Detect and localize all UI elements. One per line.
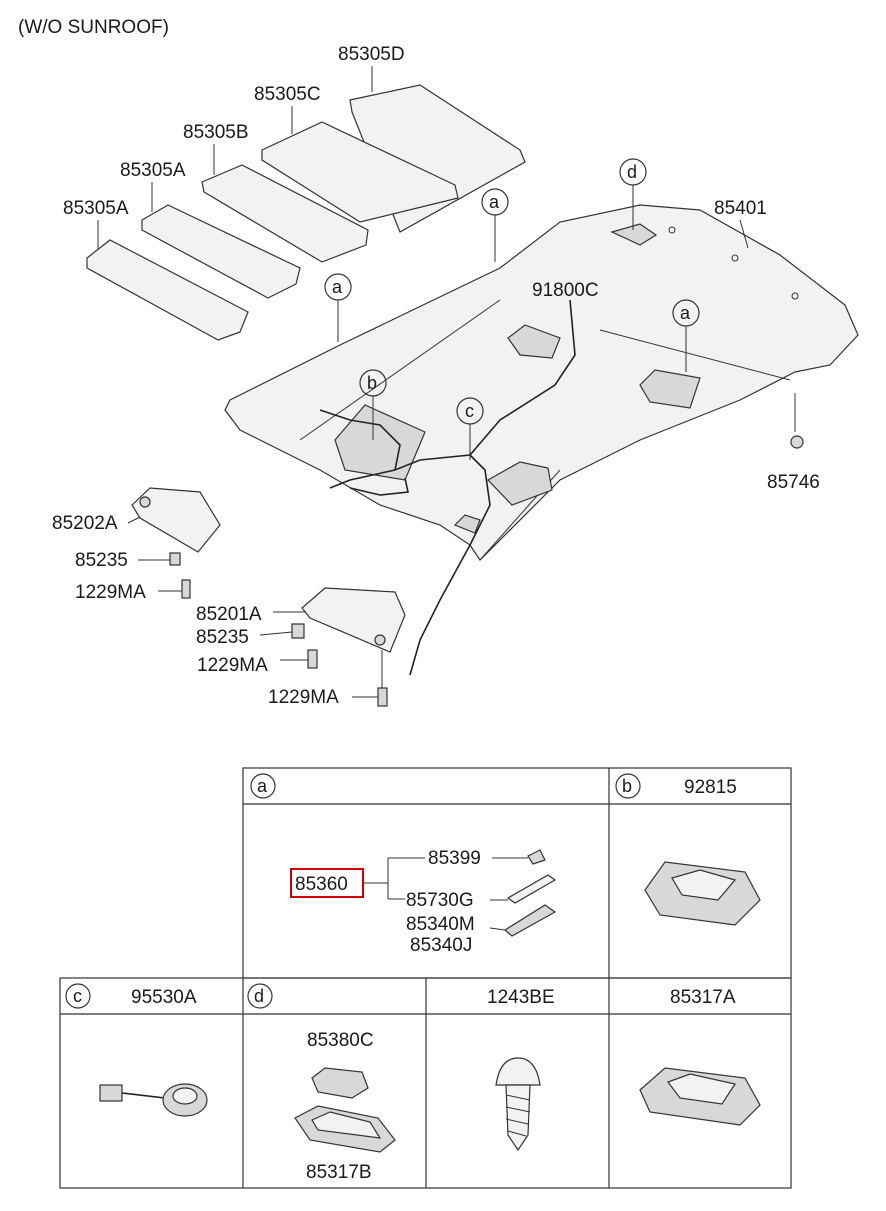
label-1229MA-lower: 1229MA	[268, 687, 339, 708]
svg-text:a: a	[332, 277, 343, 297]
label-85360: 85360	[295, 874, 348, 895]
clip-85746	[790, 393, 804, 449]
sun-visor-85201A	[301, 587, 406, 653]
label-85317B: 85317B	[306, 1162, 372, 1183]
part-85340M-drawing	[489, 904, 557, 937]
lamp-85317B-drawing	[294, 1105, 396, 1153]
svg-text:a: a	[680, 303, 691, 323]
label-85746: 85746	[767, 472, 820, 493]
visor-holder-85235-right	[291, 623, 305, 639]
insulation-pad-85305A-upper	[141, 204, 301, 299]
callout-d: d	[619, 158, 647, 230]
sun-visor-85202A	[131, 487, 221, 553]
label-85399: 85399	[428, 848, 481, 869]
label-85401: 85401	[714, 198, 767, 219]
insulation-pad-85305B	[201, 164, 369, 263]
label-85305A-upper: 85305A	[120, 160, 186, 181]
room-lamp-92815-drawing	[644, 861, 761, 926]
label-85235-left: 85235	[75, 550, 128, 571]
label-85305B: 85305B	[183, 122, 249, 143]
part-85730G-drawing	[490, 874, 557, 904]
callout-b: b	[359, 369, 387, 440]
label-85305D: 85305D	[338, 44, 405, 65]
sensor-95530A-drawing	[99, 1083, 208, 1117]
variant-label: (W/O SUNROOF)	[18, 17, 169, 38]
svg-text:d: d	[254, 986, 264, 1006]
label-85340J: 85340J	[410, 935, 472, 956]
cell-b-header: b	[615, 773, 641, 799]
svg-text:a: a	[257, 776, 268, 796]
svg-text:c: c	[73, 986, 82, 1006]
headlining-85401	[224, 204, 859, 561]
label-85305A-lower: 85305A	[63, 198, 129, 219]
label-92815: 92815	[684, 777, 737, 798]
cell-a-header: a	[250, 773, 276, 799]
label-85202A: 85202A	[52, 513, 118, 534]
svg-text:b: b	[622, 776, 632, 796]
detail-table-grid	[59, 767, 792, 1189]
label-85305C: 85305C	[254, 84, 321, 105]
label-95530A: 95530A	[131, 987, 197, 1008]
callout-a-top: a	[481, 188, 509, 262]
visor-holder-85235-left	[169, 552, 181, 566]
label-1243BE: 1243BE	[487, 987, 555, 1008]
label-91800C: 91800C	[532, 280, 599, 301]
label-85730G: 85730G	[406, 890, 474, 911]
callout-c: c	[456, 397, 484, 460]
screw-1229MA-middle	[307, 649, 318, 669]
label-85380C: 85380C	[307, 1030, 374, 1051]
screw-1229MA-left	[181, 579, 191, 599]
screw-1243BE-drawing	[495, 1057, 541, 1152]
cell-d-header: d	[247, 983, 273, 1009]
svg-text:b: b	[367, 373, 377, 393]
svg-text:a: a	[489, 192, 500, 212]
insulation-pad-85305C	[261, 121, 459, 223]
label-85317A: 85317A	[670, 987, 736, 1008]
svg-text:c: c	[465, 401, 474, 421]
lamp-85317A-drawing	[639, 1067, 761, 1126]
cell-c-header: c	[65, 983, 91, 1009]
label-85201A: 85201A	[196, 604, 262, 625]
label-1229MA-middle: 1229MA	[197, 655, 268, 676]
label-85340M: 85340M	[406, 914, 475, 935]
callout-a-left: a	[324, 273, 352, 342]
callout-a-right: a	[672, 299, 700, 372]
label-85235-right: 85235	[196, 627, 249, 648]
svg-text:d: d	[627, 162, 637, 182]
insulation-pad-85305A-lower	[86, 239, 249, 341]
cover-85380C-drawing	[311, 1067, 369, 1099]
screw-1229MA-lower	[377, 650, 388, 707]
part-85399-drawing	[492, 849, 546, 865]
label-1229MA-left: 1229MA	[75, 582, 146, 603]
